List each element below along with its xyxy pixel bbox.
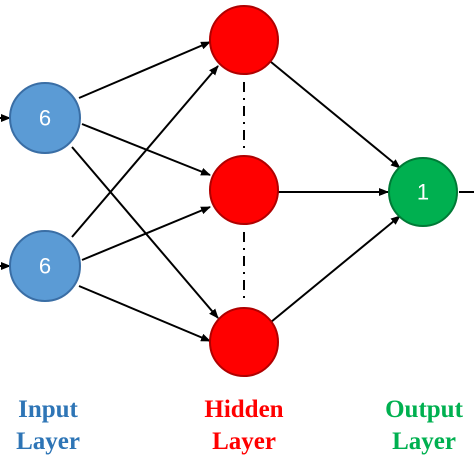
edge-input2-hidden3 bbox=[78, 285, 211, 342]
edge-hidden3-output bbox=[270, 215, 401, 323]
hidden-layer-caption-line2: Layer bbox=[212, 428, 276, 455]
input-layer-caption-line1: Input bbox=[18, 396, 78, 423]
edge-input1-hidden3 bbox=[71, 146, 219, 319]
input-layer-caption-line2: Layer bbox=[16, 428, 80, 455]
hidden-node-1 bbox=[209, 5, 279, 75]
hidden-layer-caption: Hidden Layer bbox=[184, 394, 304, 458]
input-layer-caption: Input Layer bbox=[0, 394, 108, 458]
output-layer-caption: Output Layer bbox=[364, 394, 474, 458]
input-node-1: 6 bbox=[9, 82, 81, 154]
output-layer-caption-line1: Output bbox=[385, 396, 463, 423]
input-node-2: 6 bbox=[9, 230, 81, 302]
output-node-label: 1 bbox=[417, 180, 429, 205]
edge-input1-hidden1 bbox=[78, 41, 211, 99]
hidden-node-2 bbox=[209, 155, 279, 225]
hidden-layer-caption-line1: Hidden bbox=[204, 396, 284, 423]
edge-input2-hidden1 bbox=[71, 65, 219, 238]
input-node-2-label: 6 bbox=[39, 254, 51, 279]
edge-hidden1-output bbox=[270, 61, 401, 169]
hidden-node-3 bbox=[209, 307, 279, 377]
input-node-1-label: 6 bbox=[39, 106, 51, 131]
output-layer-caption-line2: Layer bbox=[392, 428, 456, 455]
output-node: 1 bbox=[388, 157, 458, 227]
edge-input2-hidden2 bbox=[81, 206, 211, 261]
